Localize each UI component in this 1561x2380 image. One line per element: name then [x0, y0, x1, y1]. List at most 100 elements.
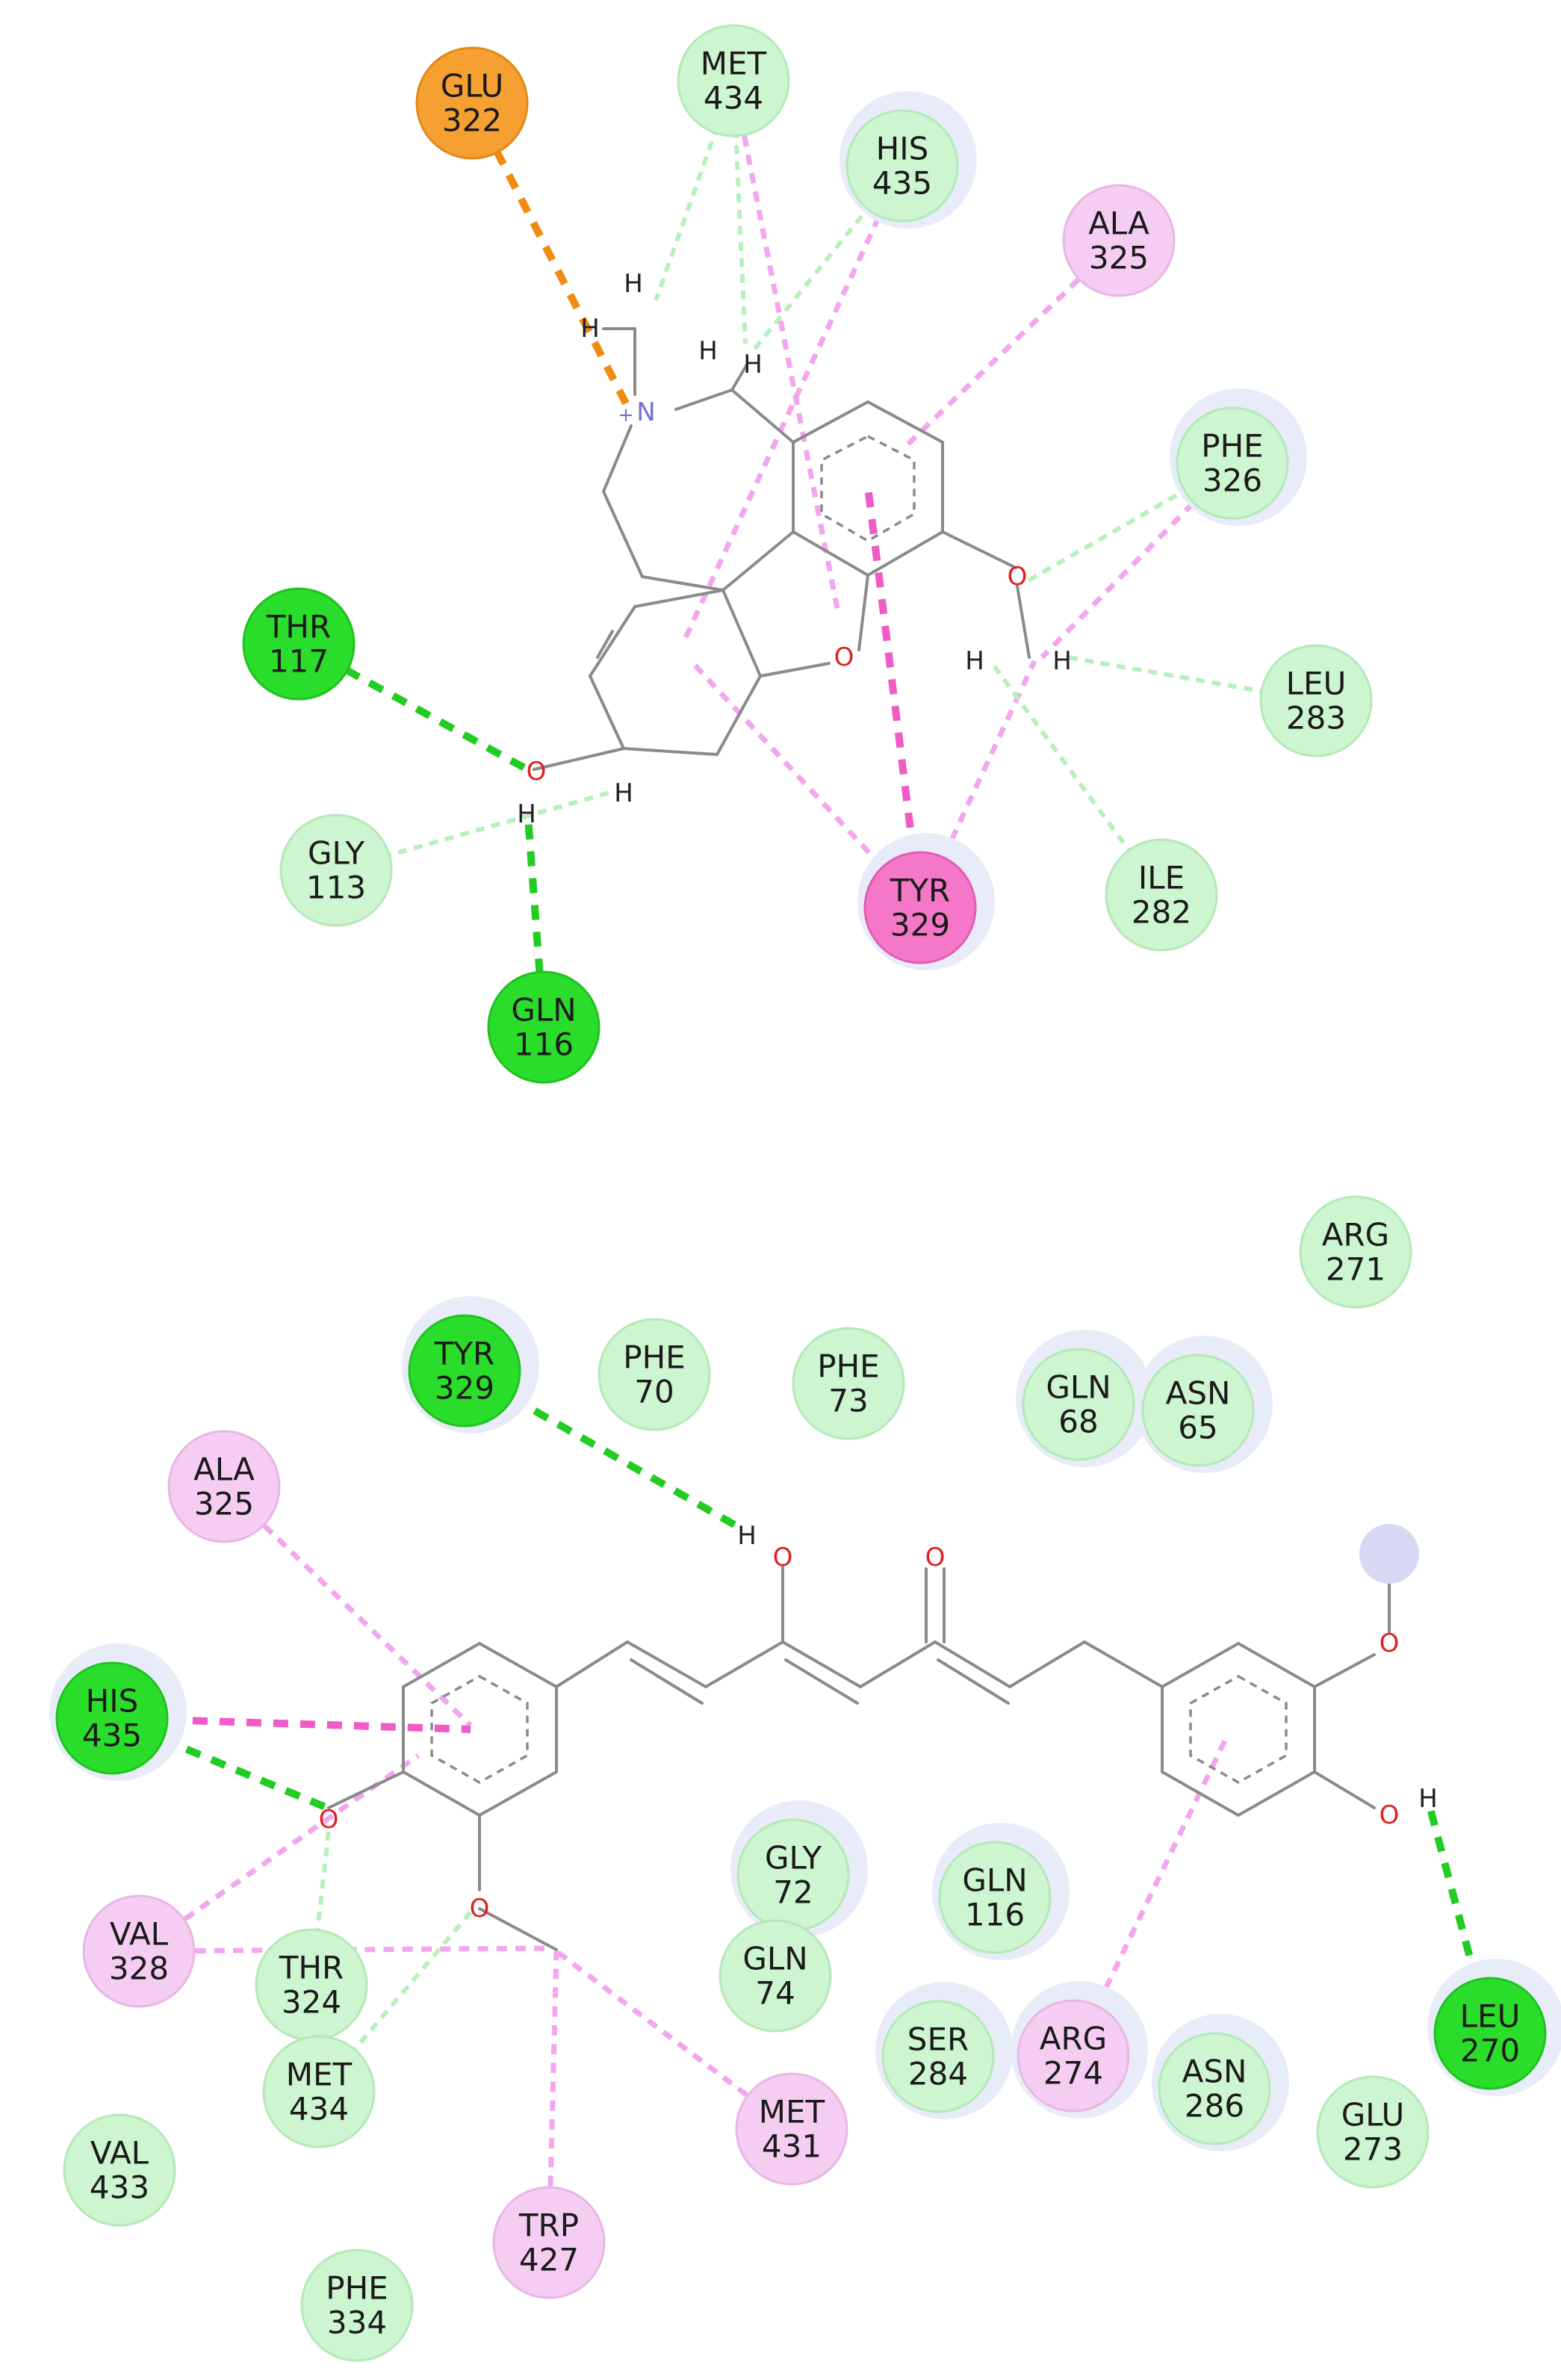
ligand-1-hydrogen: H	[614, 778, 633, 808]
residue-name: PHE	[817, 1348, 879, 1385]
interaction-line-pi-alkyl	[901, 238, 1121, 450]
residue-number: 282	[1132, 894, 1191, 931]
residue-number: 284	[908, 2056, 968, 2092]
residue-name: VAL	[110, 1916, 169, 1953]
ligand-1-hydrogen: H	[517, 799, 536, 829]
residue-number: 72	[773, 1874, 813, 1911]
residue-number: 270	[1460, 2033, 1520, 2069]
residue-circle	[598, 1318, 711, 1431]
residue-number: 68	[1058, 1404, 1098, 1440]
residue-circle	[1141, 1354, 1255, 1467]
ligand-1-oxygen: O	[834, 642, 854, 672]
residue-name: GLU	[1341, 2097, 1405, 2133]
residue-circle	[1158, 2032, 1271, 2145]
residue-name: ARG	[1040, 2021, 1107, 2057]
interaction-line-hbond-weak	[731, 80, 748, 344]
residue-circle	[492, 2186, 606, 2299]
ligand-2-right-ring-circle	[1189, 1674, 1288, 1785]
residue-circle	[792, 1327, 905, 1440]
ligand-1-hydrogen: H	[580, 314, 600, 344]
interaction-line-hbond-weak	[309, 1829, 331, 1986]
ligand-2-methyl-halo	[1359, 1524, 1419, 1584]
ligand-2-hydrogen: H	[737, 1521, 757, 1551]
ligand-1-hydrogen: H	[698, 336, 718, 366]
residue-number: 283	[1286, 700, 1346, 737]
residue-number: 116	[965, 1897, 1025, 1933]
interaction-line-pi-alkyl	[730, 80, 841, 613]
ligand-1-hydrogen: H	[743, 350, 763, 379]
residue-name: ALA	[1088, 205, 1149, 242]
interaction-line-pi-alkyl	[554, 1949, 794, 2131]
residue-name: MET	[759, 2094, 825, 2130]
residue-name: GLN	[962, 1862, 1027, 1899]
ligand-2: O O O O O O H H	[319, 1521, 1438, 1951]
residue-circle	[63, 2113, 176, 2227]
residue-circle	[55, 1661, 169, 1775]
ligand-1-bonds	[533, 327, 1031, 771]
residue-name: MET	[286, 2057, 353, 2093]
residue-name: GLU	[441, 68, 504, 105]
residue-layer: GLU322MET434HIS435ALA325PHE326THR117LEU2…	[49, 24, 1561, 2362]
residue-name: MET	[701, 46, 767, 82]
residue-number: 435	[82, 1717, 142, 1754]
residue-name: TYR	[890, 873, 951, 909]
residue-circle	[408, 1314, 521, 1428]
interaction-line-pi-pi	[864, 486, 924, 908]
residue-number: 65	[1178, 1410, 1217, 1446]
residue-number: 324	[282, 1984, 341, 2021]
interaction-line-pi-alkyl	[138, 1945, 553, 1954]
residue-circle	[415, 46, 529, 160]
residue-name: GLY	[308, 835, 364, 872]
residue-number: 325	[1089, 240, 1149, 276]
residue-circle	[719, 1919, 832, 2033]
residue-number: 325	[194, 1486, 254, 1522]
ligand-1-hydrogen: H	[624, 269, 643, 299]
ligand-2-left-ring-circle	[430, 1674, 529, 1785]
residue-name: GLN	[1046, 1369, 1111, 1406]
interaction-line-pi-alkyl	[222, 1484, 473, 1728]
residue-number: 70	[634, 1374, 674, 1410]
residue-number: 329	[890, 907, 950, 943]
ligand-2-oxygen: O	[773, 1543, 793, 1572]
residue-name: ASN	[1166, 1375, 1231, 1412]
residue-circle	[1022, 1348, 1135, 1461]
residue-name: TYR	[434, 1336, 495, 1372]
residue-circle	[938, 1841, 1052, 1954]
residue-name: ARG	[1322, 1217, 1389, 1253]
ligand-2-hydrogen: H	[1418, 1784, 1438, 1814]
residue-name: PHE	[326, 2270, 388, 2307]
residue-circle	[167, 1430, 281, 1543]
residue-number: 273	[1343, 2131, 1403, 2168]
residue-number: 431	[762, 2128, 822, 2165]
residue-name: THR	[266, 609, 331, 645]
ligand-2-left-ring	[402, 1641, 558, 1817]
interaction-line-hbond-strong	[297, 640, 530, 773]
residue-name: ASN	[1182, 2054, 1247, 2090]
ligand-1-oxygen: O	[1008, 562, 1028, 592]
residue-name: TRP	[518, 2207, 579, 2244]
